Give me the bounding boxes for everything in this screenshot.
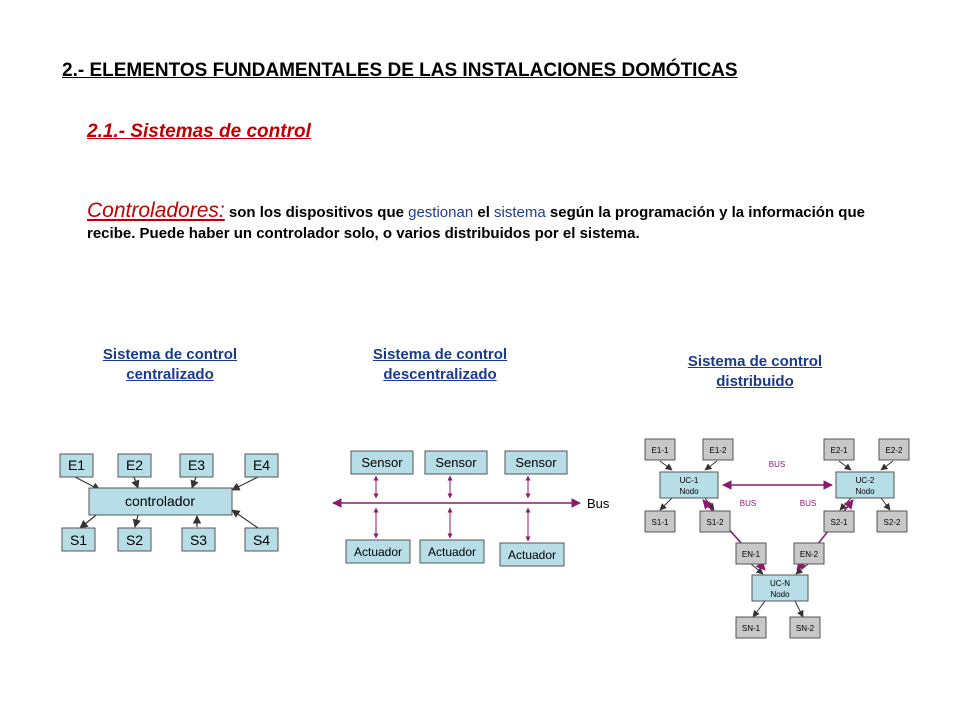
node-name: UC-2: [856, 476, 875, 485]
actuator-box: [499, 542, 565, 567]
node-name: UC-1: [680, 476, 699, 485]
definition-paragraph: Controladores: son los dispositivos que …: [87, 200, 887, 244]
input-box: [179, 453, 214, 478]
bus-label: BUS: [740, 499, 756, 508]
output-label: S2-1: [831, 518, 848, 527]
input-label: E1: [68, 457, 85, 473]
caption-line: distribuido: [716, 373, 794, 390]
output-label: SN-2: [796, 624, 815, 633]
output-box: [244, 527, 279, 552]
input-box: [117, 453, 152, 478]
actuator-label: Actuador: [508, 548, 556, 562]
caption-line: Sistema de control: [102, 346, 238, 363]
output-label: SN-1: [742, 624, 761, 633]
output-box: [644, 510, 676, 533]
sensor-box: [504, 450, 568, 475]
output-label: S1: [70, 532, 87, 548]
controller-box: [88, 487, 233, 516]
node-box: [659, 471, 719, 499]
output-label: S1-1: [652, 518, 669, 527]
output-box: [876, 510, 908, 533]
input-box: [702, 438, 734, 461]
node-sub: Nodo: [679, 487, 699, 496]
output-label: S3: [190, 532, 207, 548]
sensor-box: [424, 450, 488, 475]
bus-label: Bus: [587, 496, 610, 511]
sensor-box: [350, 450, 414, 475]
input-label: E1-2: [710, 446, 727, 455]
input-label: E4: [253, 457, 270, 473]
node-sub: Nodo: [770, 590, 790, 599]
input-box: [59, 453, 94, 478]
para-text-2: el: [473, 204, 495, 221]
output-box: [181, 527, 216, 552]
page-title: 2.- ELEMENTOS FUNDAMENTALES DE LAS INSTA…: [62, 60, 738, 81]
input-label: E3: [188, 457, 205, 473]
para-text-1: son los dispositivos que: [224, 204, 409, 221]
actuator-box: [345, 539, 411, 564]
caption-line: descentralizado: [383, 366, 497, 383]
caption-distributed[interactable]: Sistema de control distribuido: [655, 352, 855, 392]
output-label: S1-2: [707, 518, 724, 527]
caption-decentralized[interactable]: Sistema de control descentralizado: [340, 345, 540, 385]
input-box: [793, 542, 825, 565]
input-label: E2-1: [831, 446, 848, 455]
input-box: [823, 438, 855, 461]
bus-label: BUS: [800, 499, 816, 508]
caption-centralized[interactable]: Sistema de control centralizado: [70, 345, 270, 385]
input-label: E2: [126, 457, 143, 473]
output-label: S2-2: [884, 518, 901, 527]
input-box: [878, 438, 910, 461]
input-label: E2-2: [886, 446, 903, 455]
caption-line: Sistema de control: [687, 353, 823, 370]
bus-label: BUS: [769, 460, 785, 469]
output-label: S4: [253, 532, 270, 548]
input-box: [735, 542, 767, 565]
output-box: [61, 527, 96, 552]
controller-label: controlador: [125, 493, 195, 509]
decentralized-diagram: Bus Sensor Sensor Sensor Actuador Actuad…: [332, 450, 610, 567]
output-box: [117, 527, 152, 552]
node-name: UC-N: [770, 579, 790, 588]
input-box: [644, 438, 676, 461]
distributed-diagram: BUS BUS BUS E1-1 E1-2 UC-1 Nodo S1-1 S1-…: [644, 438, 910, 639]
actuator-label: Actuador: [428, 545, 476, 559]
actuator-label: Actuador: [354, 545, 402, 559]
centralized-diagram: E1 E2 E3 E4 controlador S1 S2 S3 S4: [59, 453, 279, 552]
input-label: EN-2: [800, 550, 819, 559]
input-label: EN-1: [742, 550, 761, 559]
sensor-label: Sensor: [435, 455, 477, 470]
sensor-label: Sensor: [361, 455, 403, 470]
caption-line: Sistema de control: [372, 346, 508, 363]
sensor-label: Sensor: [515, 455, 557, 470]
node-box: [751, 574, 809, 602]
output-label: S2: [126, 532, 143, 548]
output-box: [789, 616, 821, 639]
output-box: [823, 510, 855, 533]
para-highlight-1: gestionan: [408, 204, 474, 221]
caption-line: centralizado: [126, 366, 214, 383]
para-highlight-2: sistema: [494, 204, 546, 221]
node-box: [835, 471, 895, 499]
definition-term: Controladores:: [87, 199, 225, 222]
output-box: [699, 510, 731, 533]
input-box: [244, 453, 279, 478]
node-sub: Nodo: [855, 487, 875, 496]
section-subtitle: 2.1.- Sistemas de control: [87, 121, 311, 142]
input-label: E1-1: [652, 446, 669, 455]
actuator-box: [419, 539, 485, 564]
output-box: [735, 616, 767, 639]
para-text-3: según la programación y la información q…: [87, 204, 865, 242]
